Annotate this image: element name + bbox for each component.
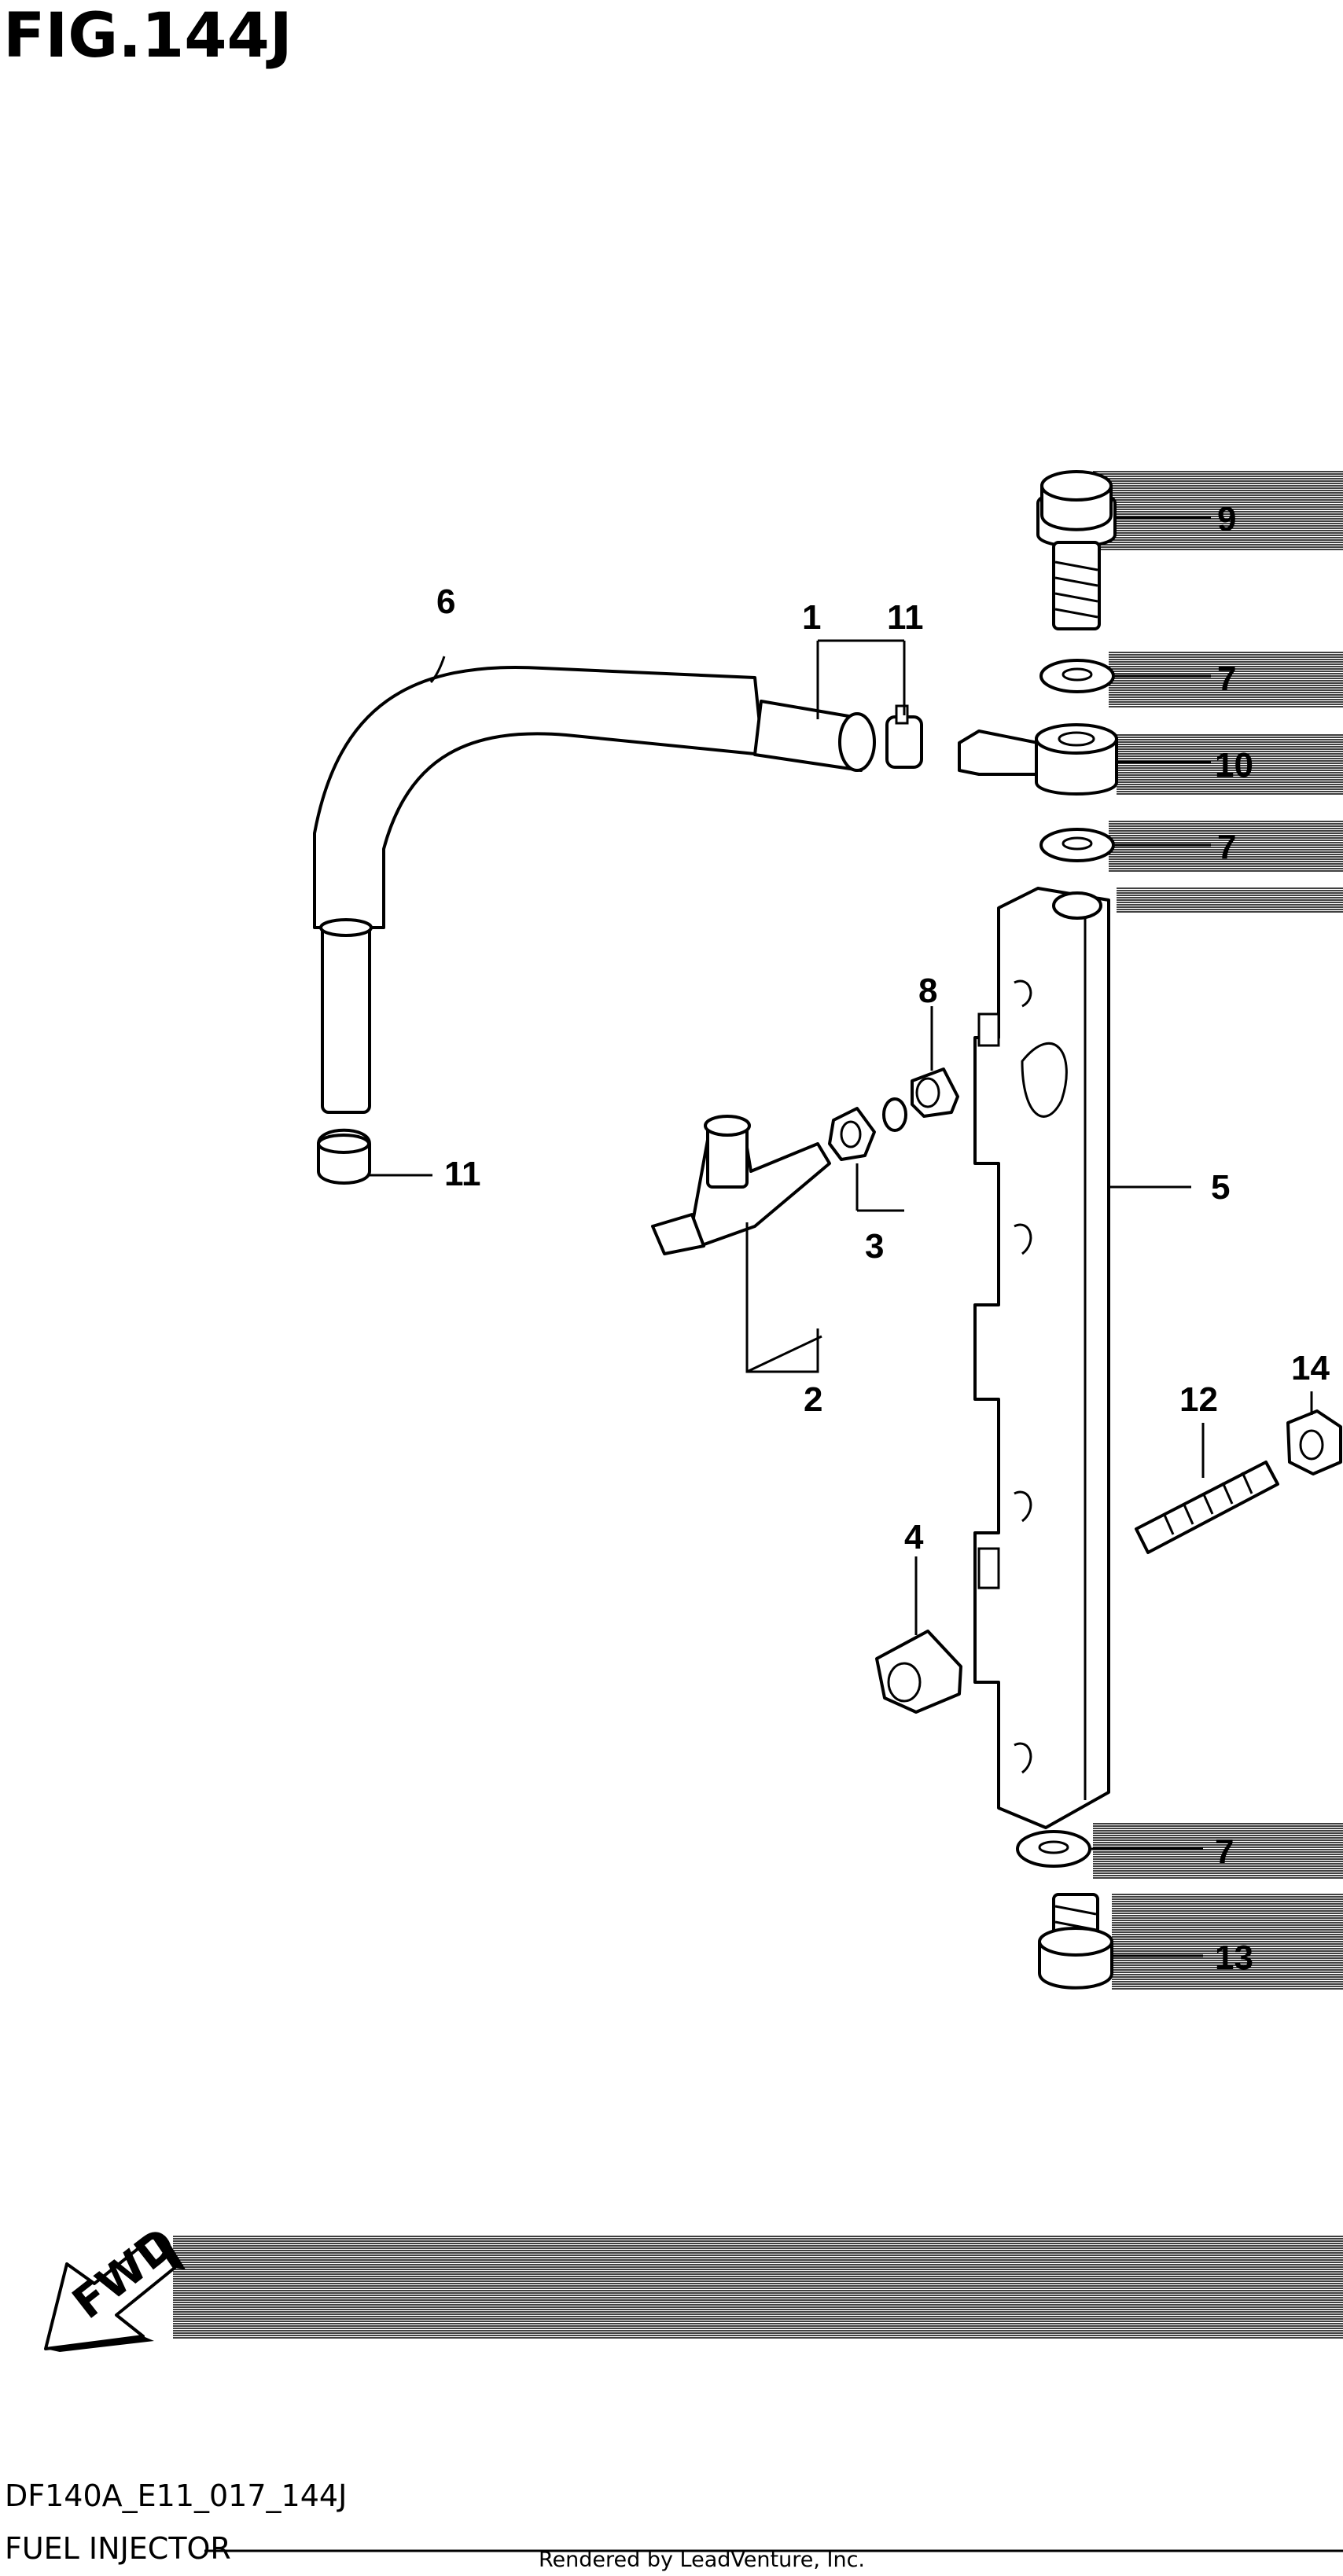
callout-6: 6 — [436, 582, 455, 621]
callout-14: 14 — [1291, 1349, 1330, 1387]
callout-7-b: 7 — [1217, 828, 1236, 866]
part-7-washer-a — [1039, 659, 1115, 693]
figure-title: FIG.144J — [3, 1, 293, 72]
callout-12: 12 — [1179, 1380, 1218, 1419]
callout-4: 4 — [904, 1518, 924, 1556]
callout-13: 13 — [1215, 1938, 1253, 1977]
part-6-fuel-hose — [313, 666, 764, 1114]
callout-3: 3 — [865, 1227, 884, 1266]
render-credit: Rendered by LeadVenture, Inc. — [539, 2548, 865, 2572]
callouts: 1 11 6 9 7 10 7 8 5 11 3 2 14 12 4 7 13 — [436, 500, 1330, 1977]
part-2-fuel-injector — [651, 1115, 831, 1255]
part-12-stud-bolt — [1135, 1461, 1279, 1554]
part-4-cushion — [875, 1630, 962, 1714]
part-14-nut — [1286, 1409, 1342, 1475]
part-5-fuel-delivery-pipe — [973, 887, 1110, 1829]
part-11-hose-clip-upper — [885, 704, 923, 769]
callout-2: 2 — [804, 1380, 822, 1419]
part-8-grommet — [911, 1068, 959, 1118]
forward-direction-arrow: FWD — [44, 2218, 186, 2352]
section-name: FUEL INJECTOR — [5, 2531, 231, 2566]
callout-11-lower: 11 — [444, 1155, 481, 1193]
part-9-union-bolt — [1036, 470, 1117, 630]
callout-7-a: 7 — [1217, 660, 1236, 698]
callout-1: 1 — [802, 598, 821, 637]
part-13-bolt — [1038, 1893, 1113, 1990]
part-11-hose-clip-lower — [317, 1128, 371, 1185]
callout-7-c: 7 — [1215, 1832, 1234, 1871]
part-1-hose — [753, 700, 876, 772]
part-10-union — [958, 723, 1118, 796]
leader-lines — [370, 516, 1313, 1957]
callout-5: 5 — [1211, 1168, 1230, 1207]
model-code: DF140A_E11_017_144J — [5, 2479, 347, 2513]
part-7-washer-c — [1016, 1830, 1091, 1868]
callout-11-upper: 11 — [887, 598, 924, 637]
callout-8: 8 — [918, 972, 937, 1010]
reference-hatch-lines — [173, 471, 1343, 2339]
callout-10: 10 — [1215, 746, 1253, 785]
callout-9: 9 — [1217, 500, 1236, 538]
part-3-seal — [828, 1097, 907, 1161]
part-7-washer-b — [1039, 828, 1115, 862]
